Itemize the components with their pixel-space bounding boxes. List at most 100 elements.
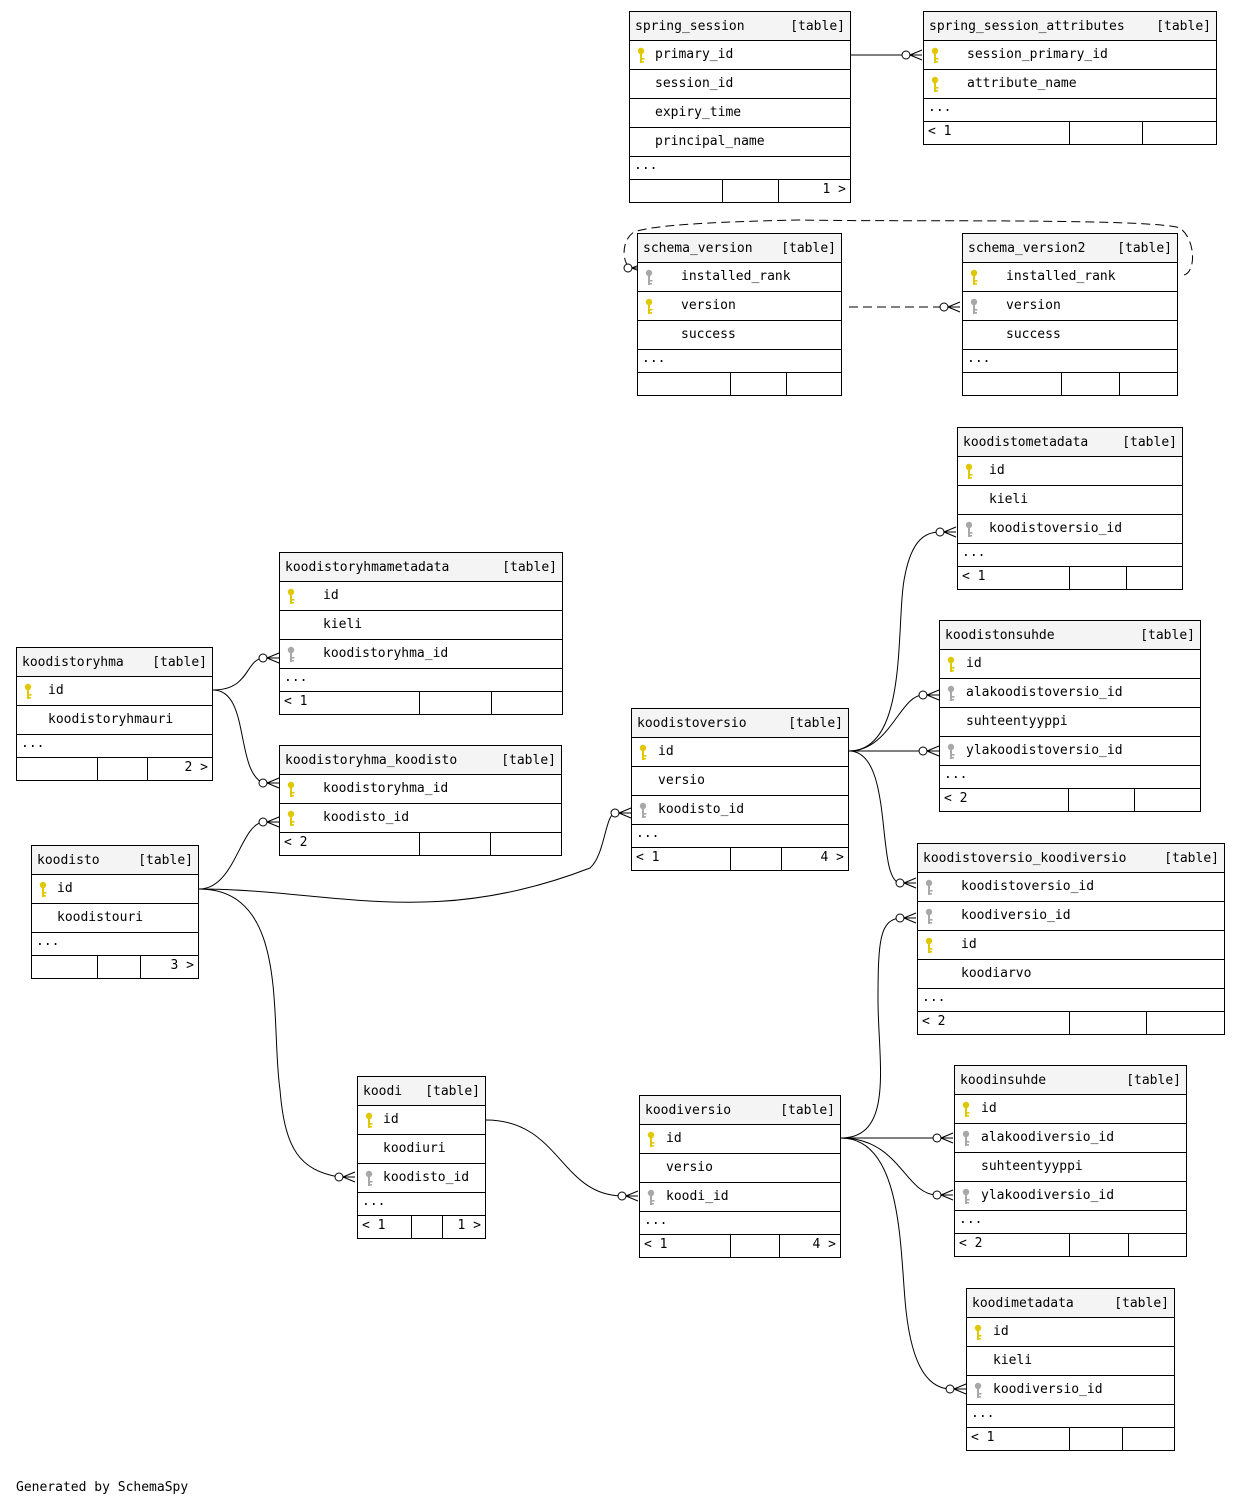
column-name: alakoodistoversio_id — [966, 685, 1123, 700]
column-row[interactable]: id — [918, 931, 1224, 960]
column-row[interactable]: id — [280, 582, 562, 611]
table-footer — [638, 373, 841, 395]
parent-count — [17, 758, 98, 780]
column-row[interactable]: kieli — [958, 486, 1182, 515]
column-row[interactable]: koodistoryhma_id — [280, 775, 561, 804]
table-name: schema_version2 — [968, 240, 1086, 256]
column-name: koodiarvo — [961, 966, 1032, 981]
column-name: version — [1006, 298, 1061, 313]
column-row[interactable]: version — [963, 292, 1177, 321]
table-spring-session-attributes[interactable]: spring_session_attributes[table]session_… — [923, 11, 1217, 145]
column-row[interactable]: koodisto_id — [632, 796, 848, 825]
column-row[interactable]: id — [940, 650, 1200, 679]
column-row[interactable]: koodiuri — [358, 1135, 485, 1164]
column-row[interactable]: koodi_id — [640, 1183, 840, 1212]
foreign-key-icon — [639, 802, 647, 819]
table-koodistoversio-koodiversio[interactable]: koodistoversio_koodiversio[table]koodist… — [917, 843, 1225, 1035]
column-row[interactable]: version — [638, 292, 841, 321]
more-columns: ... — [955, 1211, 1186, 1234]
column-row[interactable]: installed_rank — [963, 263, 1177, 292]
parent-count — [963, 373, 1062, 395]
column-row[interactable]: koodistouri — [32, 904, 198, 933]
crow-foot-marker — [618, 807, 632, 819]
child-count — [1147, 1012, 1224, 1034]
footer-cell — [98, 758, 148, 780]
optional-end-marker — [258, 778, 268, 788]
column-row[interactable]: koodistoversio_id — [958, 515, 1182, 544]
primary-key-icon — [931, 47, 939, 64]
column-name: koodistoryhma_id — [323, 781, 449, 796]
column-row[interactable]: koodiversio_id — [918, 902, 1224, 931]
column-row[interactable]: id — [955, 1095, 1186, 1124]
footer-cell — [1070, 122, 1143, 144]
column-row[interactable]: versio — [640, 1154, 840, 1183]
column-row[interactable]: kieli — [280, 611, 562, 640]
column-row[interactable]: id — [958, 457, 1182, 486]
column-row[interactable]: versio — [632, 767, 848, 796]
column-row[interactable]: attribute_name — [924, 70, 1216, 99]
crow-foot-marker — [903, 912, 917, 924]
parent-count: < 1 — [632, 848, 731, 870]
column-row[interactable]: id — [17, 677, 212, 706]
column-row[interactable]: primary_id — [630, 41, 850, 70]
column-row[interactable]: id — [358, 1106, 485, 1135]
column-row[interactable]: koodisto_id — [280, 804, 561, 833]
more-columns: ... — [280, 669, 562, 692]
primary-key-icon — [287, 781, 295, 798]
more-columns: ... — [632, 825, 848, 848]
column-row[interactable]: koodistoryhma_id — [280, 640, 562, 669]
table-header: schema_version[table] — [638, 234, 841, 263]
parent-count: < 1 — [358, 1216, 412, 1238]
optional-end-marker — [935, 527, 945, 537]
table-footer: < 2 — [280, 833, 561, 855]
table-footer: < 1 4 > — [632, 848, 848, 870]
column-row[interactable]: id — [967, 1318, 1174, 1347]
column-row[interactable]: id — [32, 875, 198, 904]
column-row[interactable]: ylakoodistoversio_id — [940, 737, 1200, 766]
column-row[interactable]: principal_name — [630, 128, 850, 157]
column-row[interactable]: suhteentyyppi — [940, 708, 1200, 737]
column-row[interactable]: success — [638, 321, 841, 350]
column-row[interactable]: ylakoodiversio_id — [955, 1182, 1186, 1211]
child-count — [491, 833, 561, 855]
column-row[interactable]: koodisto_id — [358, 1164, 485, 1193]
column-name: id — [989, 463, 1005, 478]
child-count: 4 > — [820, 850, 844, 865]
column-row[interactable]: koodiversio_id — [967, 1376, 1174, 1405]
child-count — [1129, 1234, 1186, 1256]
column-row[interactable]: success — [963, 321, 1177, 350]
column-row[interactable]: koodiarvo — [918, 960, 1224, 989]
column-row[interactable]: kieli — [967, 1347, 1174, 1376]
column-row[interactable]: id — [640, 1125, 840, 1154]
optional-end-marker — [918, 746, 928, 756]
column-row[interactable]: expiry_time — [630, 99, 850, 128]
table-koodistoryhma-koodisto[interactable]: koodistoryhma_koodisto[table]koodistoryh… — [279, 745, 562, 856]
more-columns: ... — [640, 1212, 840, 1235]
column-row[interactable]: suhteentyyppi — [955, 1153, 1186, 1182]
column-row[interactable]: session_primary_id — [924, 41, 1216, 70]
column-row[interactable]: koodistoryhmauri — [17, 706, 212, 735]
table-name: schema_version — [643, 240, 753, 256]
column-row[interactable]: session_id — [630, 70, 850, 99]
column-name: ylakoodistoversio_id — [966, 743, 1123, 758]
column-row[interactable]: installed_rank — [638, 263, 841, 292]
child-count: 3 > — [170, 958, 194, 973]
column-row[interactable]: alakoodiversio_id — [955, 1124, 1186, 1153]
column-row[interactable]: koodistoversio_id — [918, 873, 1224, 902]
column-row[interactable]: alakoodistoversio_id — [940, 679, 1200, 708]
column-row[interactable]: id — [632, 738, 848, 767]
table-kind: [table] — [788, 715, 843, 731]
